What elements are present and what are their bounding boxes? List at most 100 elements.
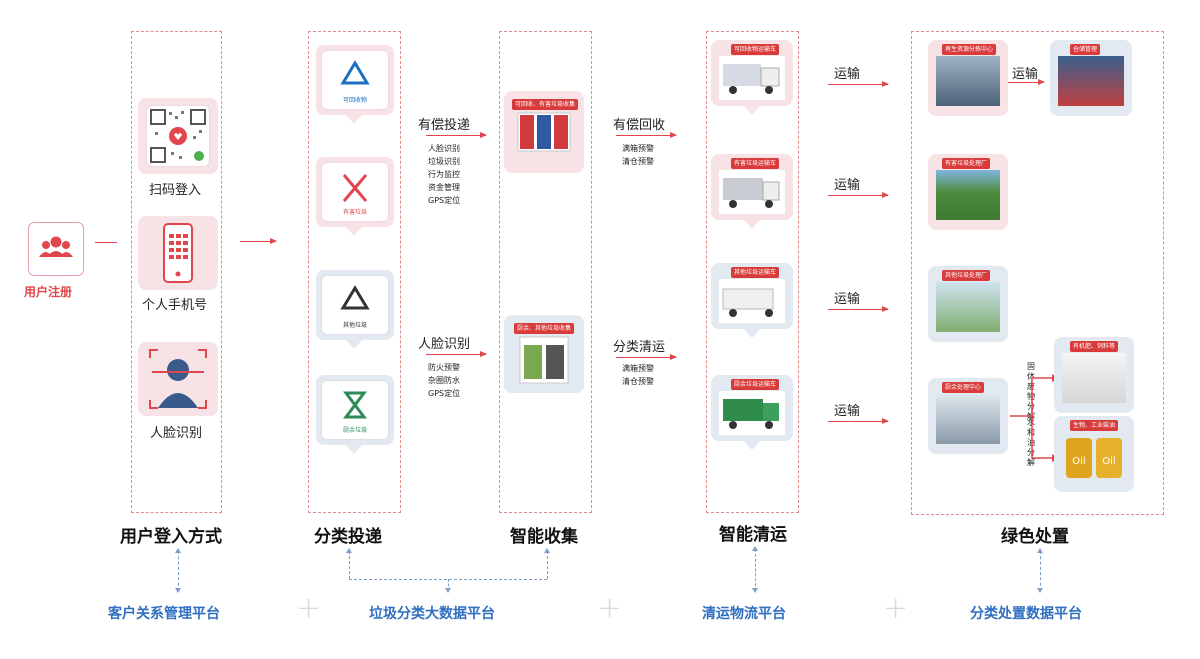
transport-label-3: 运输 — [834, 292, 861, 307]
recyclable-station-card[interactable]: 可回收、有害垃圾收集 — [504, 91, 584, 173]
qr-login-label: 扫码登入 — [149, 183, 202, 198]
connector-caret — [752, 588, 758, 593]
oil-text: Oil — [1102, 456, 1115, 467]
oil-text: Oil — [1072, 456, 1085, 467]
card-pointer — [744, 106, 760, 115]
landfill-card[interactable]: 有害垃圾处理厂 — [928, 154, 1008, 230]
column-title-collection: 智能收集 — [510, 527, 578, 547]
station-tag: 可回收、有害垃圾收集 — [512, 99, 579, 110]
plus-icon: + — [883, 591, 909, 626]
other-bin-card[interactable]: 其他垃圾 — [316, 270, 394, 340]
facility-tag: 有机肥、饲料等 — [1070, 341, 1119, 352]
fertilizer-photo — [1062, 353, 1126, 403]
paid-recycle-features: 满箱预警 清仓预警 — [622, 142, 654, 168]
card-pointer — [346, 340, 362, 349]
plus-icon: + — [296, 591, 322, 626]
qr-login-card[interactable] — [138, 98, 218, 174]
kitchen-waste-icon — [343, 391, 367, 419]
smart-bin-station-icon — [519, 336, 569, 384]
hazardous-truck-card[interactable]: 有害垃圾运输车 — [711, 154, 793, 220]
feature-item: GPS定位 — [428, 389, 461, 398]
other-caption: 其他垃圾 — [342, 322, 367, 329]
user-register-card[interactable] — [28, 222, 84, 276]
landfill-photo — [936, 170, 1000, 220]
card-pointer — [346, 227, 362, 236]
incineration-card[interactable]: 其他垃圾处理厂 — [928, 266, 1008, 342]
card-pointer — [346, 115, 362, 124]
truck-tag: 有害垃圾运输车 — [731, 158, 780, 169]
feature-item: 资金管理 — [428, 183, 460, 192]
kitchen-truck-card[interactable]: 厨余垃圾运输车 — [711, 375, 793, 441]
connector-dash — [1040, 551, 1041, 591]
connector-dash — [178, 551, 179, 591]
feature-item: 防火预警 — [428, 363, 460, 372]
collection-frame — [499, 31, 592, 513]
connector-caret — [1037, 588, 1043, 593]
kitchen-center-card[interactable]: 厨余处理中心 — [928, 378, 1008, 454]
recycle-icon — [340, 60, 370, 85]
kitchen-station-card[interactable]: 厨余、其他垃圾收集 — [504, 315, 584, 393]
solid-product-card[interactable]: 有机肥、饲料等 — [1054, 337, 1134, 413]
arrow-delivery-1 — [426, 131, 487, 138]
recyclable-truck-card[interactable]: 可回收物运输车 — [711, 40, 793, 106]
feature-item: 满箱预警 — [622, 364, 654, 373]
paid-delivery-title: 有偿投递 — [418, 118, 471, 133]
arrow-transport-3 — [828, 305, 889, 312]
face-delivery-features: 防火预警 杂圈防水 GPS定位 — [428, 361, 460, 400]
kitchen-bin-card[interactable]: 厨余垃圾 — [316, 375, 394, 445]
kitchen-caption: 厨余垃圾 — [342, 427, 367, 434]
connector-caret — [544, 548, 550, 553]
facility-tag: 其他垃圾处理厂 — [942, 270, 991, 281]
warehouse-photo — [1058, 56, 1124, 106]
feature-item: 人脸识别 — [428, 144, 460, 153]
arrow-login-to-delivery — [240, 237, 277, 244]
hazardous-caption: 有害垃圾 — [342, 209, 367, 216]
connector-dash — [755, 549, 756, 591]
arrow-transport-1 — [828, 80, 889, 87]
user-register-label: 用户注册 — [24, 285, 73, 299]
plus-icon: + — [597, 591, 623, 626]
oil-barrel-icon: Oil Oil — [1066, 438, 1122, 478]
delivery-frame — [308, 31, 401, 513]
connector-dash — [448, 579, 449, 591]
disposal-frame — [911, 31, 1164, 515]
facility-tag: 再生资源分拣中心 — [942, 44, 997, 55]
platform-disposal-data: 分类处置数据平台 — [970, 606, 1082, 622]
column-title-disposal: 绿色处置 — [1001, 527, 1069, 547]
facility-tag: 仓储管理 — [1070, 44, 1101, 55]
hazardous-bin-card[interactable]: 有害垃圾 — [316, 157, 394, 227]
connector-caret — [175, 588, 181, 593]
recyclable-caption: 可回收物 — [342, 97, 367, 104]
login-methods-frame — [131, 31, 222, 513]
connector-caret — [752, 546, 758, 551]
truck-icon — [719, 391, 785, 435]
transport-label-5: 运输 — [1012, 67, 1039, 82]
connector-caret — [1037, 548, 1043, 553]
arrow-transport-4 — [828, 417, 889, 424]
oil-product-card[interactable]: 生物、工业柴油 Oil Oil — [1054, 416, 1134, 492]
truck-tag: 可回收物运输车 — [731, 44, 780, 55]
incineration-photo — [936, 282, 1000, 332]
paid-recycle-title: 有偿回收 — [613, 118, 666, 133]
arrow-recycle-2 — [616, 353, 677, 360]
feature-item: 满箱预警 — [622, 144, 654, 153]
hazard-x-icon — [342, 174, 368, 202]
transport-label-2: 运输 — [834, 178, 861, 193]
warehouse-card[interactable]: 仓储管理 — [1050, 40, 1132, 116]
face-login-label: 人脸识别 — [150, 426, 203, 441]
face-login-card[interactable] — [138, 342, 218, 416]
truck-tag: 厨余垃圾运输车 — [731, 379, 780, 390]
paid-delivery-features: 人脸识别 垃圾识别 行为监控 资金管理 GPS定位 — [428, 142, 460, 207]
other-truck-card[interactable]: 其他垃圾运输车 — [711, 263, 793, 329]
feature-item: 垃圾识别 — [428, 157, 460, 166]
sorted-transport-title: 分类清运 — [613, 340, 666, 355]
column-title-transport: 智能清运 — [719, 525, 787, 545]
transport-label-4: 运输 — [834, 404, 861, 419]
facility-tag: 有害垃圾处理厂 — [942, 158, 991, 169]
phone-login-card[interactable] — [138, 216, 218, 290]
sorting-center-card[interactable]: 再生资源分拣中心 — [928, 40, 1008, 116]
smart-bin-station-icon — [517, 112, 571, 152]
qr-code-image — [147, 106, 209, 166]
truck-icon — [719, 170, 785, 214]
recyclable-bin-card[interactable]: 可回收物 — [316, 45, 394, 115]
